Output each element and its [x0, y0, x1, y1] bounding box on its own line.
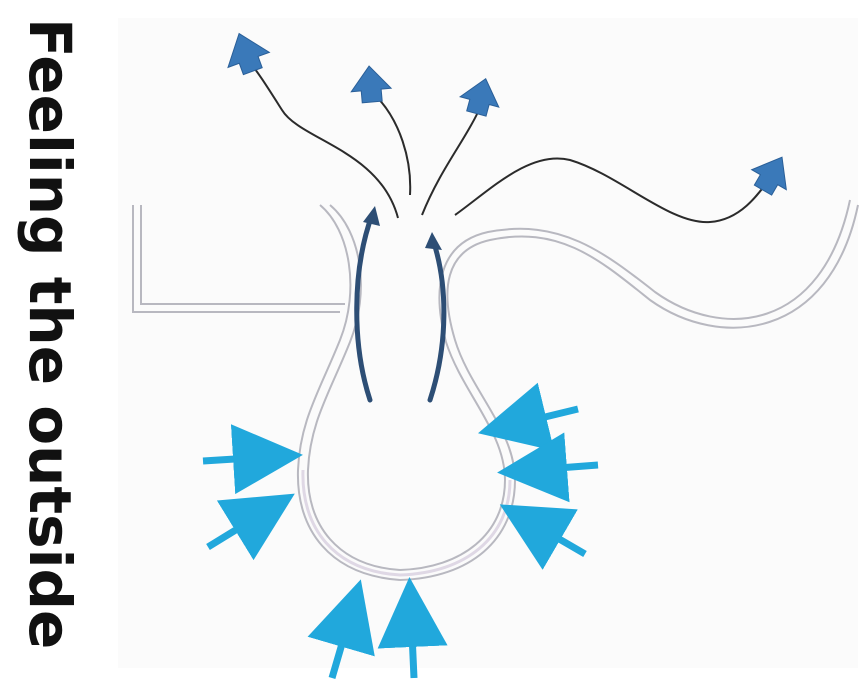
cyan-arrow-in-icon — [332, 613, 351, 678]
incoming-arrows — [203, 409, 598, 678]
cyan-arrow-in-icon — [203, 457, 268, 461]
left-wall-inner — [141, 205, 345, 304]
blue-arrow-up-icon — [218, 26, 273, 79]
blue-arrow-up-icon — [746, 147, 800, 200]
outgoing-arrows — [218, 26, 799, 200]
cyan-arrow-in-icon — [411, 612, 414, 678]
cyan-arrow-in-icon — [530, 522, 585, 554]
cyan-arrow-in-icon — [208, 512, 265, 547]
blue-arrow-up-icon — [349, 64, 392, 103]
cyan-arrow-in-icon — [512, 409, 578, 425]
curved-arrow-icon — [363, 206, 380, 226]
curved-arrow-icon — [357, 215, 372, 400]
curved-arrow-icon — [425, 232, 442, 250]
blue-arrow-up-icon — [457, 74, 505, 119]
membrane-tint — [303, 470, 510, 575]
curved-arrow-icon — [430, 240, 444, 400]
wiggly-lines — [248, 60, 770, 222]
left-wall-outer — [133, 205, 340, 312]
cyan-arrow-in-icon — [532, 465, 598, 470]
